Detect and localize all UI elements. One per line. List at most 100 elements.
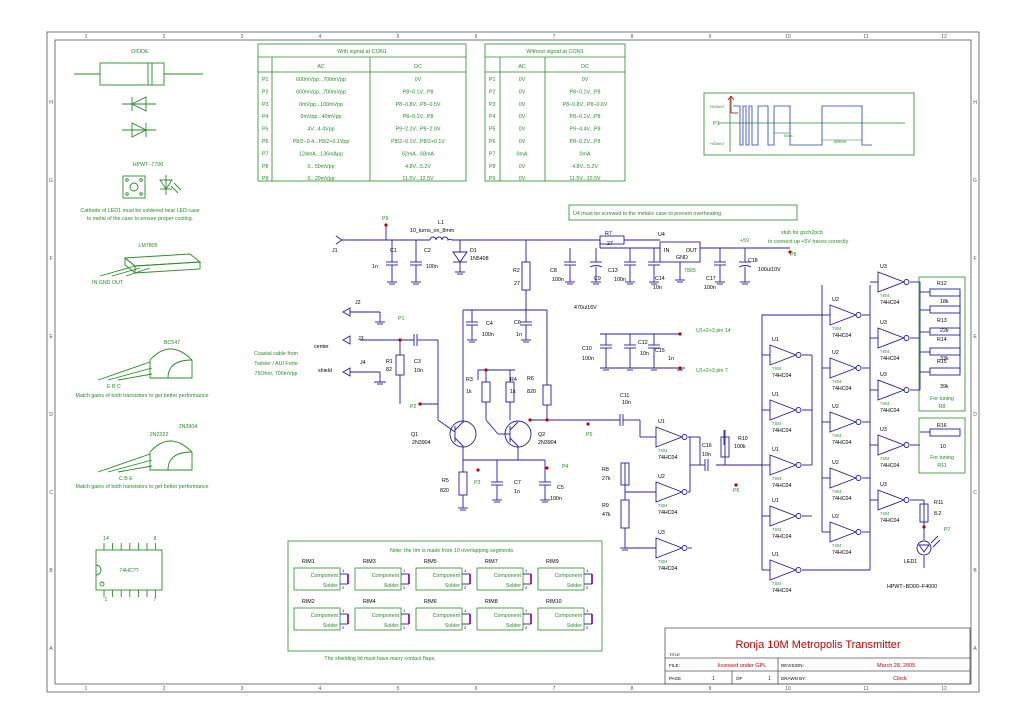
part-label: 820 — [440, 488, 449, 494]
rim-solder-label: Solder — [323, 583, 339, 589]
rim-segments: RIM1ComponentSolder12RIM3ComponentSolder… — [293, 559, 593, 631]
rim-label: RIM2 — [302, 599, 315, 605]
table-cell: P3 — [262, 102, 269, 108]
gate-type: 7404 — [832, 379, 842, 384]
rim-pin: 2 — [525, 585, 528, 590]
table-cell: 124mA...136mApp — [299, 151, 343, 157]
part-label: P8 — [790, 252, 797, 258]
part-label: 1n — [372, 264, 378, 270]
frame-col-label: 12 — [941, 686, 947, 692]
rim-pin: 2 — [342, 625, 345, 630]
lm7805-label: LM7805 — [138, 243, 157, 249]
ground-icon — [591, 281, 601, 285]
table-cell: P8−0.1V...P8 — [403, 114, 434, 120]
part-label: D1 — [470, 248, 477, 254]
ic-pin8: 8 — [154, 536, 157, 542]
file-label: FILE: — [669, 663, 680, 668]
rim-pin: 1 — [342, 608, 345, 613]
drawing-title: Ronja 10M Metropolis Transmitter — [735, 639, 900, 651]
table-cell: 0V — [519, 102, 526, 108]
ground-icon — [492, 499, 502, 503]
part-label: R5 — [442, 478, 449, 484]
gate-type: 7404 — [772, 421, 782, 426]
part-label: 100n — [550, 496, 562, 502]
frame-col-label: 10 — [785, 686, 791, 692]
gate-part: 74HC04 — [880, 300, 899, 306]
frame-row-label: B — [973, 568, 977, 574]
ground-icon — [521, 339, 531, 343]
test-point-marker — [476, 468, 480, 472]
gate-part: 74HC04 — [658, 566, 677, 572]
rim-pin: 1 — [342, 568, 345, 573]
rim-label: RIM1 — [302, 559, 315, 565]
rim-solder-label: Solder — [506, 583, 522, 589]
gate-type: 7404 — [832, 326, 842, 331]
part-label: 10n — [622, 400, 631, 406]
test-point-marker — [545, 418, 549, 422]
part-label: 470u/16V — [574, 305, 597, 311]
part-label: 27 — [514, 281, 520, 287]
table-cell: 0mVpp...40mVpp — [301, 114, 342, 120]
table-cell: 4.8V...5.2V — [405, 164, 431, 170]
gate-ref: U3 — [880, 372, 887, 378]
table-header: DC — [581, 64, 589, 70]
gate-ref: U2 — [832, 460, 839, 466]
gate-part: 74HC04 — [832, 496, 851, 502]
tuning-resistor-bodies — [620, 288, 961, 556]
part-label: C16 — [702, 443, 712, 449]
gate-wiring — [624, 281, 961, 571]
part-label: 1n — [668, 356, 674, 362]
part-label: 22k — [940, 328, 949, 334]
power-wiring — [342, 225, 790, 508]
part-label: 100u/10V — [758, 267, 781, 273]
part-label: Q1 — [411, 432, 418, 438]
part-label: 1n — [514, 489, 520, 495]
part-label: C10 — [582, 346, 592, 352]
part-label: 100n — [482, 332, 494, 338]
part-label: 10_turns_on_8mm — [410, 228, 455, 234]
gate-type: 7404 — [772, 366, 782, 371]
table-cell: P1 — [489, 77, 496, 83]
part-label: P2 — [410, 404, 417, 410]
part-label: P5 — [586, 432, 593, 438]
table-cell: P7 — [489, 151, 496, 157]
frame-col-label: 1 — [85, 686, 88, 692]
rim-pin: 2 — [403, 585, 406, 590]
gate-part: 74HC04 — [772, 373, 791, 379]
table-cell: P4 — [489, 114, 496, 120]
n2222-label: 2N2222 — [150, 432, 169, 438]
waveform-trace — [733, 105, 872, 146]
gate-part: 74HC04 — [880, 356, 899, 362]
2n3904-pins: C B E — [119, 476, 133, 482]
drawing-frame — [46, 31, 980, 693]
frame-row-label: G — [973, 178, 977, 184]
table-cell: 0mA — [580, 151, 591, 157]
coax-line3: 75Ohm, 700mVpp — [255, 371, 298, 377]
part-label: C7 — [514, 480, 521, 486]
table-with-signal-title: With signal at CON1 — [337, 49, 387, 55]
part-label: P4 — [562, 464, 569, 470]
rim-pin: 1 — [464, 568, 467, 573]
part-label: 100n — [426, 264, 438, 270]
part-label: R4 — [510, 377, 517, 383]
test-point-marker — [734, 483, 738, 487]
table-cell: P8−0.8V...P8−0.5V — [396, 102, 441, 108]
frame-row-label: D — [973, 412, 977, 418]
part-label: 39k — [940, 384, 949, 390]
gate-ref: U3 — [880, 264, 887, 270]
part-label: C13 — [608, 268, 618, 274]
ic-pin14: 14 — [103, 536, 109, 542]
ground-icon — [455, 271, 465, 275]
table-cell: 0V — [519, 114, 526, 120]
gate-type: 7404 — [832, 489, 842, 494]
gate-ref: U1 — [772, 552, 779, 558]
rim-label: RIM5 — [424, 559, 437, 565]
rim-pin: 1 — [586, 568, 589, 573]
